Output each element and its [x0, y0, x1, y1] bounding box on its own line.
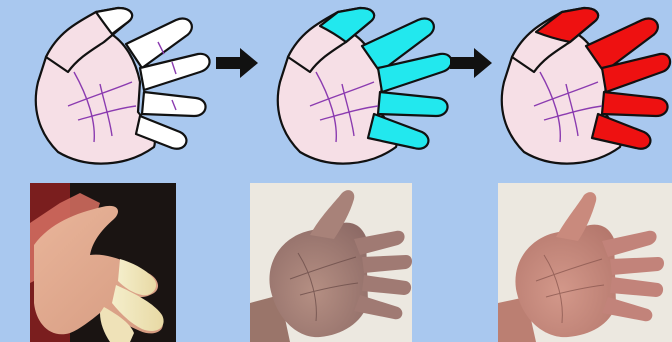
- illustrated-hand-white: [8, 2, 218, 172]
- hand-white-fingers-photo: [30, 183, 176, 342]
- hand-pale-photo: [250, 183, 412, 342]
- hand-flushed-photo: [498, 183, 672, 342]
- illustrated-hand-red: [474, 2, 672, 172]
- illustrated-hand-blue: [250, 2, 460, 172]
